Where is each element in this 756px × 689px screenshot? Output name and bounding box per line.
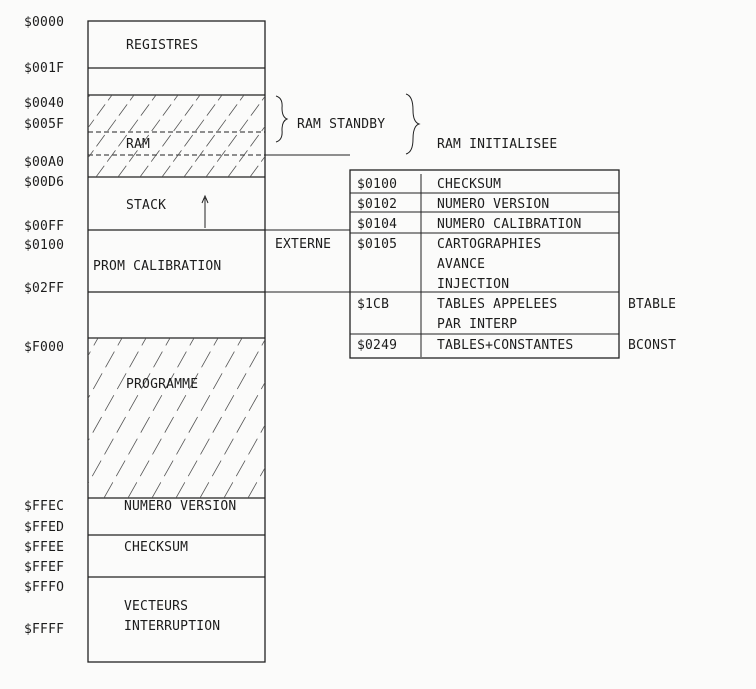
- calibration-address: $1CB: [357, 297, 390, 312]
- region-ram: RAM: [126, 137, 151, 152]
- address-label: $F000: [24, 340, 65, 355]
- annotation-ram-initialisee: RAM INITIALISEE: [437, 137, 558, 152]
- address-label: $00D6: [24, 175, 65, 190]
- address-label: $FFFO: [24, 580, 65, 595]
- hatch-line: [223, 424, 265, 498]
- programme-hatching: [88, 338, 362, 498]
- hatch-line: [272, 95, 332, 177]
- hatch-line: [249, 155, 265, 177]
- calibration-entry: NUMERO VERSION: [437, 197, 550, 212]
- address-label: $0000: [24, 15, 65, 30]
- address-label: $FFEF: [24, 560, 65, 575]
- hatch-line: [139, 95, 201, 177]
- hatch-line: [88, 95, 113, 129]
- address-label: $00FF: [24, 219, 65, 234]
- address-label: $FFED: [24, 520, 65, 535]
- calibration-table: [349, 169, 620, 359]
- address-label: $00A0: [24, 155, 65, 170]
- hatch-line: [151, 338, 243, 498]
- region-vecteurs: VECTEURS: [124, 599, 189, 614]
- region-registres: REGISTRES: [126, 38, 199, 53]
- ram-initialisee-brace: [405, 93, 421, 155]
- calibration-tag: BTABLE: [628, 297, 677, 312]
- region-prom-calibration: PROM CALIBRATION: [93, 259, 222, 274]
- address-label: $005F: [24, 117, 65, 132]
- ram-hatching: [88, 95, 332, 177]
- address-label: $001F: [24, 61, 65, 76]
- region-checksum: CHECKSUM: [124, 540, 189, 555]
- address-label: $FFEE: [24, 540, 65, 555]
- calibration-entry: TABLES APPELEES: [437, 297, 558, 312]
- hatch-line: [247, 466, 265, 498]
- calibration-tag: BCONST: [628, 338, 677, 353]
- hatch-line: [272, 338, 362, 498]
- hatch-line: [95, 95, 157, 177]
- address-label: $0040: [24, 96, 65, 111]
- hatch-line: [205, 95, 265, 177]
- address-label: $FFFF: [24, 622, 65, 637]
- calibration-address: $0249: [357, 338, 398, 353]
- calibration-address: $0104: [357, 217, 398, 232]
- calibration-entry: PAR INTERP: [437, 317, 518, 332]
- calibration-entry: CARTOGRAPHIES: [437, 237, 542, 252]
- address-label: $02FF: [24, 281, 65, 296]
- region-numero-version: NUMERO VERSION: [124, 499, 237, 514]
- hatch-line: [175, 338, 265, 498]
- hatch-line: [117, 95, 179, 177]
- annotation-externe: EXTERNE: [275, 237, 332, 252]
- calibration-address: $0102: [357, 197, 398, 212]
- region-interruption: INTERRUPTION: [124, 619, 221, 634]
- hatch-line: [127, 338, 219, 498]
- annotation-ram-standby: RAM STANDBY: [297, 117, 386, 132]
- region-stack: STACK: [126, 198, 167, 213]
- calibration-entry: AVANCE: [437, 257, 486, 272]
- hatch-line: [88, 95, 135, 159]
- address-label: $0100: [24, 238, 65, 253]
- hatch-line: [88, 338, 171, 485]
- calibration-entry: INJECTION: [437, 277, 510, 292]
- memory-column: [87, 20, 266, 663]
- stack-arrow-head-icon: [201, 194, 209, 204]
- hatch-line: [199, 381, 265, 498]
- hatch-line: [88, 338, 147, 442]
- calibration-address: $0105: [357, 237, 398, 252]
- hatch-line: [88, 338, 99, 357]
- address-label: $FFEC: [24, 499, 65, 514]
- hatch-line: [183, 95, 245, 177]
- region-programme: PROGRAMME: [126, 377, 199, 392]
- calibration-entry: TABLES+CONSTANTES: [437, 338, 574, 353]
- calibration-entry: NUMERO CALIBRATION: [437, 217, 582, 232]
- hatch-line: [227, 125, 265, 177]
- hatch-line: [161, 95, 223, 177]
- calibration-address: $0100: [357, 177, 398, 192]
- hatch-line: [88, 338, 123, 400]
- ram-standby-brace: [275, 95, 289, 143]
- calibration-entry: CHECKSUM: [437, 177, 502, 192]
- hatch-line: [103, 338, 195, 498]
